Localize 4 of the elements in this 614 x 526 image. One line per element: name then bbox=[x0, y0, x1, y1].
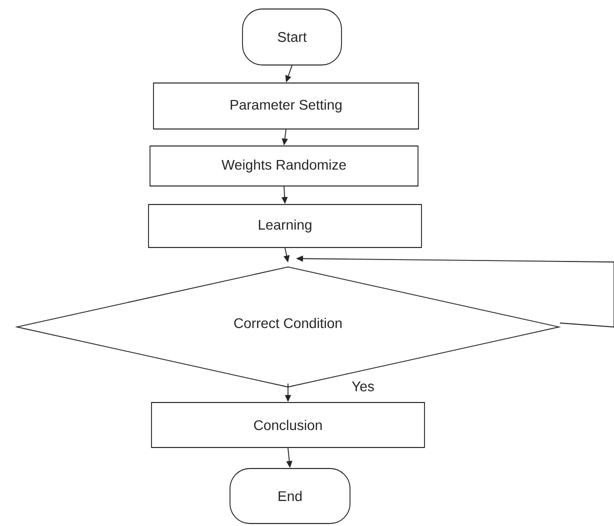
process-box: Learning bbox=[148, 204, 422, 248]
process-box: Weights Randomize bbox=[150, 146, 418, 186]
process-box: Conclusion bbox=[151, 402, 425, 448]
process-box: Parameter Setting bbox=[153, 82, 419, 130]
